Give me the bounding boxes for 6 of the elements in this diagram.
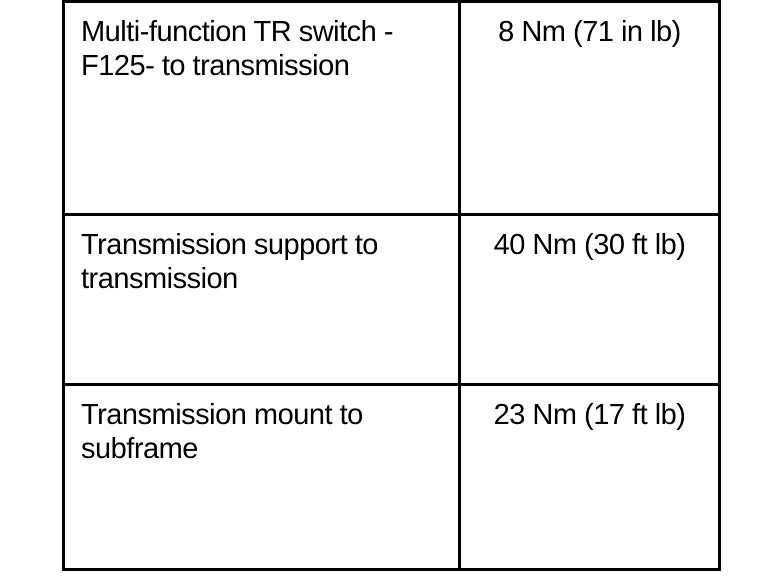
torque-cell: 8 Nm (71 in lb) xyxy=(460,2,720,214)
component-cell: Multi-function TR switch -F125- to transmission xyxy=(64,2,460,214)
torque-cell: 23 Nm (17 ft lb) xyxy=(460,384,720,570)
component-cell: Transmission support to transmission xyxy=(64,214,460,384)
torque-cell: 40 Nm (30 ft lb) xyxy=(460,214,720,384)
component-cell: Transmission mount to subframe xyxy=(64,384,460,570)
